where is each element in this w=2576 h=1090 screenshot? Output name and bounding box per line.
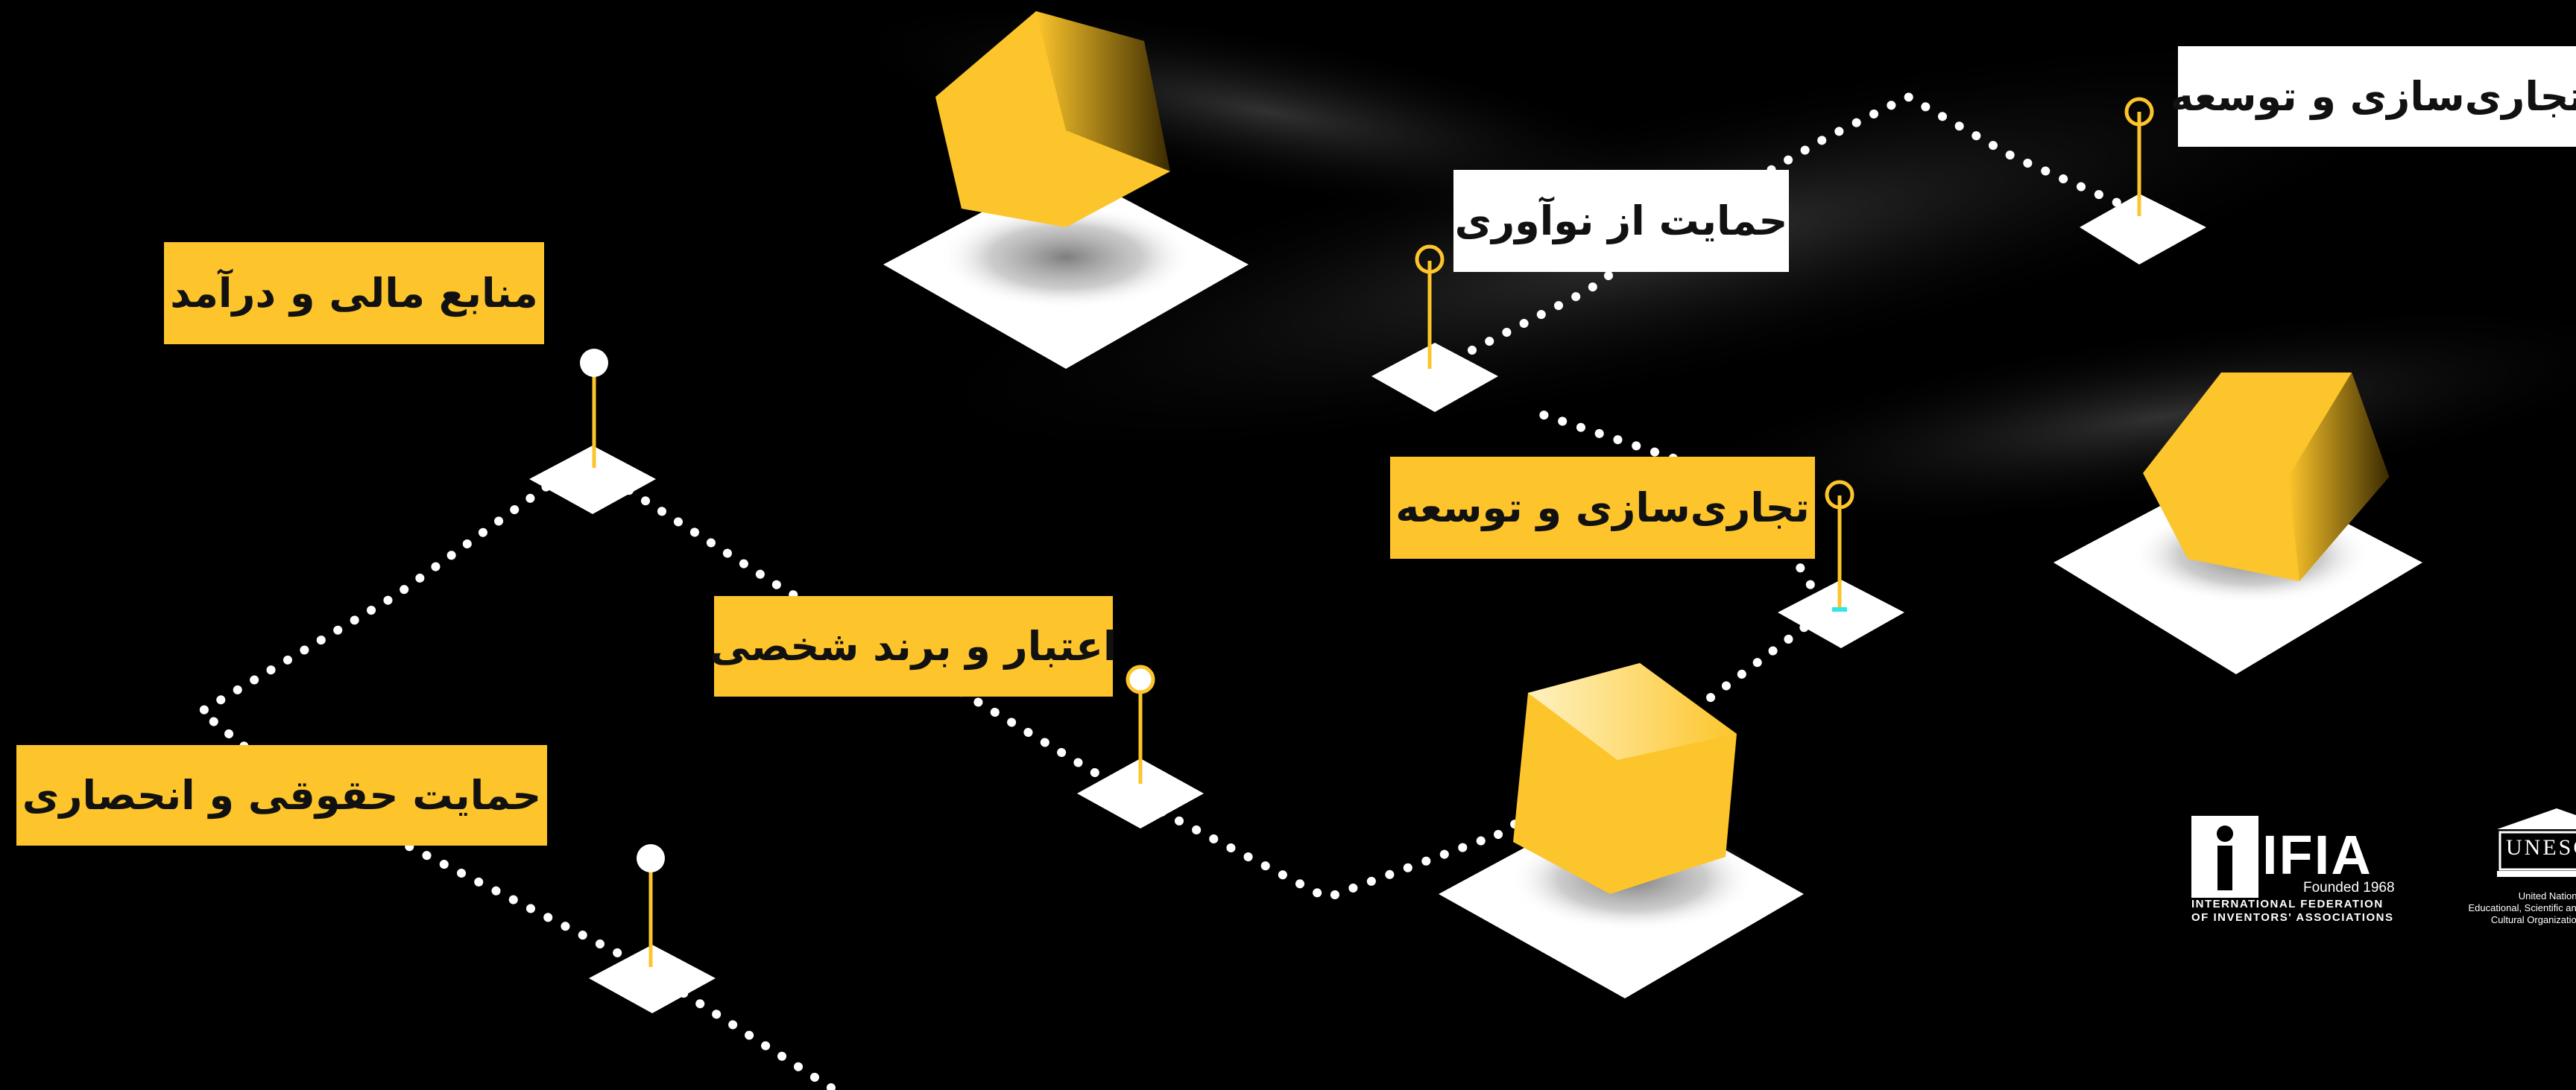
unesco-line-3: Cultural Organization <box>2490 914 2576 925</box>
unesco-line-2: Educational, Scientific and <box>2468 902 2576 913</box>
platform-cube-top <box>883 11 1248 369</box>
label-legal-protection: حمایت حقوقی و انحصاری <box>16 745 547 846</box>
unesco-wordmark: UNESCO <box>2506 835 2576 860</box>
unesco-logo: UNESCO United Nations Educational, Scien… <box>2415 808 2576 928</box>
waypoint-legal <box>589 844 716 1013</box>
platform-cube-right <box>2053 373 2422 674</box>
label-commercialization-top: تجاری‌سازی و توسعه <box>2170 46 2576 147</box>
waypoint-commercial-mid <box>1778 480 1904 648</box>
cube-icon <box>935 11 1170 227</box>
ifia-logo: IFIA Founded 1968 INTERNATIONAL FEDERATI… <box>2191 816 2419 924</box>
waypoint-commercial-top <box>2080 97 2206 264</box>
waypoint-finance <box>529 349 656 514</box>
ifia-line-2: OF INVENTORS' ASSOCIATIONS <box>2191 911 2394 924</box>
unesco-line-1: United Nations <box>2518 890 2576 902</box>
label-innovation-support: حمایت از نوآوری <box>1453 170 1789 272</box>
ifia-emblem-icon <box>2191 816 2258 898</box>
waypoint-innovation <box>1371 244 1498 412</box>
platform-cube-bottom <box>1439 663 1804 998</box>
label-credit-brand: اعتبار و برند شخصی <box>710 596 1117 697</box>
ifia-founded: Founded 1968 <box>2303 880 2395 896</box>
label-commercialization-mid: تجاری‌سازی و توسعه <box>1390 457 1815 559</box>
path-commercial-to-innovation <box>1468 92 2144 355</box>
path-finance-to-credit <box>592 465 1503 903</box>
waypoint-credit <box>1077 665 1204 828</box>
ifia-wordmark: IFIA <box>2262 824 2373 886</box>
label-financial-resources: منابع مالی و درآمد <box>164 242 544 344</box>
unesco-temple-icon <box>2497 808 2576 877</box>
ifia-line-1: INTERNATIONAL FEDERATION <box>2191 898 2384 910</box>
